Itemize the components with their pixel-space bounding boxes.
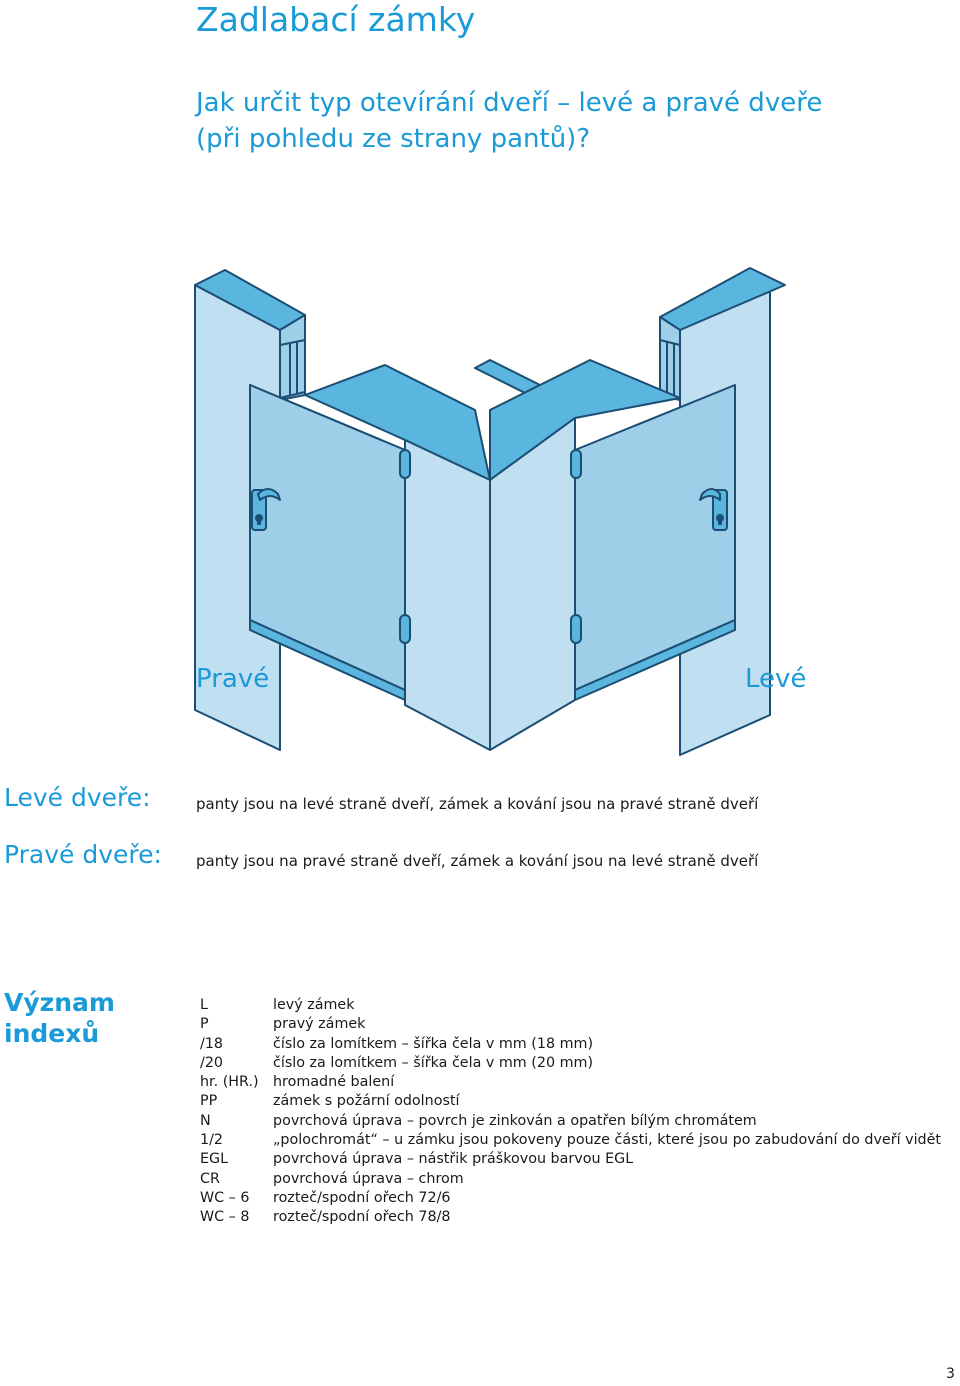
definition-text: panty jsou na levé straně dveří, zámek a… bbox=[196, 795, 759, 813]
index-code: EGL bbox=[200, 1151, 229, 1168]
left-door-bottom bbox=[249, 619, 406, 701]
index-row: WC – 6 rozteč/spodní ořech 72/6 bbox=[200, 1189, 941, 1208]
definition-term: Pravé dveře: bbox=[4, 840, 162, 869]
definition-term: Levé dveře: bbox=[4, 783, 151, 812]
index-row: WC – 8 rozteč/spodní ořech 78/8 bbox=[200, 1208, 941, 1227]
index-code: WC – 8 bbox=[200, 1209, 250, 1226]
index-code: hr. (HR.) bbox=[200, 1074, 259, 1091]
index-description: rozteč/spodní ořech 78/8 bbox=[273, 1209, 451, 1226]
right-upper-hinge bbox=[570, 449, 582, 479]
index-description: levý zámek bbox=[273, 997, 355, 1013]
index-heading-line-2: indexů bbox=[4, 1019, 100, 1048]
index-description: povrchová úprava – chrom bbox=[273, 1170, 464, 1187]
index-description: „polochromát“ – u zámku jsou pokoveny po… bbox=[273, 1132, 942, 1149]
index-row: /20 číslo za lomítkem – šířka čela v mm (… bbox=[200, 1054, 941, 1073]
right-door-handle bbox=[699, 488, 728, 531]
label-left-door: Levé bbox=[745, 664, 807, 694]
left-lower-hinge bbox=[399, 614, 411, 644]
index-description: povrchová úprava – povrch je zinkován a … bbox=[273, 1112, 757, 1129]
index-code: N bbox=[200, 1112, 211, 1129]
index-description: číslo za lomítkem – šířka čela v mm (20 … bbox=[273, 1054, 594, 1071]
left-door-handle bbox=[251, 488, 281, 531]
index-heading: Význam indexů bbox=[4, 987, 115, 1049]
left-upper-hinge bbox=[399, 449, 411, 479]
subtitle-line-2: (při pohledu ze strany pantů)? bbox=[196, 124, 591, 154]
middle-wall-top-left bbox=[304, 364, 491, 481]
index-description: číslo za lomítkem – šířka čela v mm (18 … bbox=[273, 1035, 594, 1052]
index-description: povrchová úprava – nástřik práškovou bar… bbox=[273, 1151, 634, 1168]
index-code: /20 bbox=[200, 1054, 224, 1071]
subtitle-line-1: Jak určit typ otevírání dveří – levé a p… bbox=[196, 88, 823, 118]
index-code: 1/2 bbox=[200, 1132, 224, 1149]
index-code: PP bbox=[200, 1093, 218, 1110]
index-row: 1/2 „polochromát“ – u zámku jsou pokoveny… bbox=[200, 1131, 941, 1150]
index-code: WC – 6 bbox=[200, 1189, 250, 1206]
door-illustration bbox=[194, 267, 786, 756]
page-number: 3 bbox=[946, 1366, 955, 1382]
page-subtitle: Jak určit typ otevírání dveří – levé a p… bbox=[196, 85, 822, 157]
index-row: hr. (HR.) hromadné balení bbox=[200, 1073, 941, 1092]
index-code: CR bbox=[200, 1170, 220, 1187]
index-code: /18 bbox=[200, 1035, 224, 1052]
index-row: EGL povrchová úprava – nástřik práškovou … bbox=[200, 1150, 941, 1169]
index-code: P bbox=[200, 1016, 209, 1033]
definition-text: panty jsou na pravé straně dveří, zámek … bbox=[196, 852, 759, 870]
label-right-door: Pravé bbox=[196, 664, 270, 694]
index-row: CR povrchová úprava – chrom bbox=[200, 1170, 941, 1189]
index-heading-line-1: Význam bbox=[4, 988, 115, 1017]
index-code: L bbox=[200, 997, 208, 1013]
middle-wall-left-face bbox=[404, 439, 491, 751]
left-frame bbox=[279, 339, 306, 399]
page-title: Zadlabací zámky bbox=[196, 0, 476, 39]
index-row: PP zámek s požární odolností bbox=[200, 1092, 941, 1111]
right-lower-hinge bbox=[570, 614, 582, 644]
index-description: zámek s požární odolností bbox=[273, 1093, 460, 1110]
right-door-bottom bbox=[574, 619, 736, 701]
index-description: hromadné balení bbox=[273, 1074, 395, 1091]
index-description: rozteč/spodní ořech 72/6 bbox=[273, 1189, 451, 1206]
index-row: /18 číslo za lomítkem – šířka čela v mm (… bbox=[200, 1035, 941, 1054]
index-description: pravý zámek bbox=[273, 1016, 366, 1033]
